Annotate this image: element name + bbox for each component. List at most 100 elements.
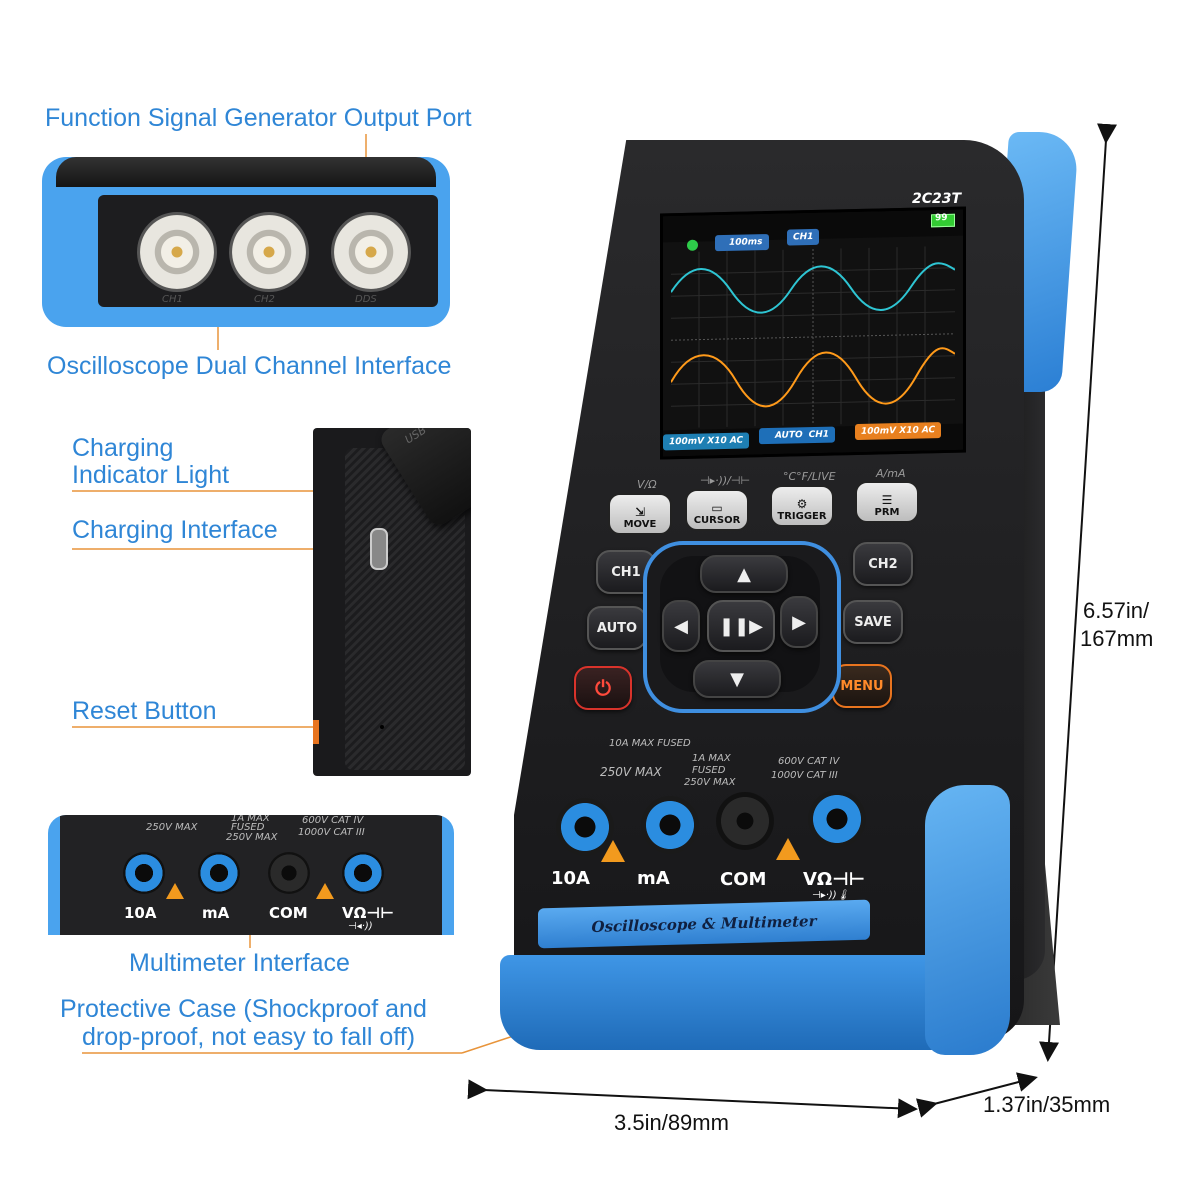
cursor-button[interactable]: ▭ CURSOR [685, 489, 749, 531]
detail-warning-icon-1 [166, 883, 184, 899]
ma-fused-line3: 250V MAX [684, 777, 736, 788]
fn-label-move: V/Ω [637, 478, 657, 491]
trigger-tag: AUTO CH1 [759, 426, 836, 445]
model-label: 2C23T [912, 191, 962, 207]
oscilloscope-screen: 100ms CH1 99 100mV X10 AC AUTO CH1 100mV… [660, 206, 966, 460]
warning-icon-2 [776, 838, 800, 860]
usb-cover-label: USB [402, 428, 429, 447]
left-arrow-icon: ◀ [674, 615, 688, 637]
width-dimension: 3.5in/89mm [614, 1110, 729, 1135]
detail-warning-icon-2 [316, 883, 334, 899]
usb-c-port[interactable] [370, 528, 388, 570]
10a-jack-label: 10A [551, 868, 590, 889]
move-button[interactable]: ⇲ MOVE [608, 493, 672, 535]
fn-label-trigger: °C°F/LIVE [783, 470, 836, 483]
com-jack[interactable] [716, 792, 774, 850]
left-button[interactable]: ◀ [662, 600, 700, 652]
move-icon: ⇲ [634, 505, 646, 519]
cursor-icon: ▭ [711, 501, 723, 515]
channel-tag: CH1 [787, 228, 820, 246]
sliders-icon: ☰ [881, 493, 893, 507]
down-arrow-icon: ▼ [730, 668, 744, 690]
detail-ma-label: mA [202, 904, 230, 922]
height-dimension-line1: 6.57in/ [1083, 598, 1150, 623]
auto-button[interactable]: AUTO [587, 606, 647, 650]
play-pause-button[interactable]: ❚❚▶ [707, 600, 775, 652]
v-ohm-jack[interactable] [808, 790, 866, 848]
protective-case-label-line2: drop-proof, not easy to fall off) [82, 1023, 416, 1051]
jack-detail-cat-line1: 600V CAT IV [302, 815, 364, 826]
ch1-scale-tag: 100mV X10 AC [663, 432, 750, 451]
right-button[interactable]: ▶ [780, 596, 818, 648]
ma-fused-line2: FUSED [692, 765, 726, 776]
ch1-port-label: CH1 [162, 294, 183, 305]
top-connector-bezel [56, 157, 436, 187]
jack-detail-ma-line2: FUSED [231, 822, 265, 833]
detail-com-jack[interactable] [268, 852, 310, 894]
fn-label-prm: A/mA [876, 467, 906, 480]
timebase-tag: 100ms [715, 234, 769, 252]
max-250v-label: 250V MAX [600, 765, 662, 779]
ch2-scale-tag: 100mV X10 AC [855, 422, 942, 441]
jack-detail-cat-line2: 1000V CAT III [298, 827, 365, 838]
dds-bnc-port[interactable] [331, 212, 411, 292]
gear-icon: ⚙ [796, 497, 808, 511]
ma-jack[interactable] [641, 796, 699, 854]
charging-light-label-line2: Indicator Light [72, 461, 230, 489]
trigger-button[interactable]: ⚙ TRIGGER [770, 485, 834, 527]
com-jack-label: COM [720, 869, 767, 890]
multimeter-jack-detail: 250V MAX 1A MAX FUSED 250V MAX 600V CAT … [48, 815, 454, 935]
jack-detail-ma-line1: 1A MAX [231, 815, 270, 824]
up-arrow-icon: ▲ [737, 563, 751, 585]
detail-10a-jack[interactable] [123, 852, 165, 894]
height-dimension-line2: 167mm [1080, 626, 1154, 651]
battery-level: 99 [935, 212, 948, 224]
ch2-bnc-port[interactable] [229, 212, 309, 292]
ch1-waveform [671, 262, 955, 314]
save-button[interactable]: SAVE [843, 600, 903, 644]
top-connector-detail: CH1 CH2 DDS [42, 157, 450, 327]
multimeter-interface-label: Multimeter Interface [129, 949, 350, 977]
trigger-channel: CH1 [808, 429, 830, 441]
bumper-bottom [500, 955, 970, 1050]
side-orange-accent [313, 720, 319, 744]
signal-generator-port-label: Function Signal Generator Output Port [45, 104, 472, 132]
reset-pinhole[interactable] [380, 725, 384, 729]
waveform-display [671, 246, 955, 428]
power-button[interactable]: ⏻ [574, 666, 632, 710]
detail-ma-jack[interactable] [198, 852, 240, 894]
detail-com-label: COM [269, 904, 308, 922]
ch2-port-label: CH2 [254, 294, 275, 305]
fn-label-cursor: ⊣▸·))/⊣⊢ [700, 474, 751, 487]
run-indicator-icon [687, 239, 698, 251]
detail-v-jack[interactable] [342, 852, 384, 894]
depth-dimension: 1.37in/35mm [983, 1092, 1111, 1117]
trigger-mode: AUTO [775, 430, 803, 441]
v-ohm-sublabel: ⊣▸·))🌡 [812, 890, 850, 901]
detail-v-label: VΩ⊣⊢ [342, 904, 394, 922]
side-charging-detail: USB [313, 428, 471, 776]
dds-port-label: DDS [355, 294, 377, 305]
jack-detail-250v: 250V MAX [146, 822, 198, 833]
menu-button[interactable]: MENU [832, 664, 892, 708]
v-ohm-jack-label: VΩ⊣⊢ [803, 869, 866, 890]
move-button-label: MOVE [623, 519, 657, 530]
down-button[interactable]: ▼ [693, 660, 781, 698]
warning-icon-1 [601, 840, 625, 862]
ch2-waveform [671, 347, 955, 408]
ch2-button[interactable]: CH2 [853, 542, 913, 586]
prm-button-label: PRM [874, 507, 900, 518]
cat-rating-line1: 600V CAT IV [778, 756, 840, 767]
cursor-button-label: CURSOR [693, 515, 741, 526]
trigger-button-label: TRIGGER [777, 511, 827, 522]
prm-button[interactable]: ☰ PRM [855, 481, 919, 523]
nameplate-text: Oscilloscope & Multimeter [591, 912, 817, 936]
ch1-bnc-port[interactable] [137, 212, 217, 292]
ma-fused-line1: 1A MAX [692, 753, 731, 764]
right-arrow-icon: ▶ [792, 611, 806, 633]
play-pause-icon: ❚❚▶ [718, 615, 763, 637]
fused-label: 10A MAX FUSED [609, 738, 691, 749]
reset-button-label: Reset Button [72, 697, 217, 725]
detail-10a-label: 10A [124, 904, 157, 922]
up-button[interactable]: ▲ [700, 555, 788, 593]
